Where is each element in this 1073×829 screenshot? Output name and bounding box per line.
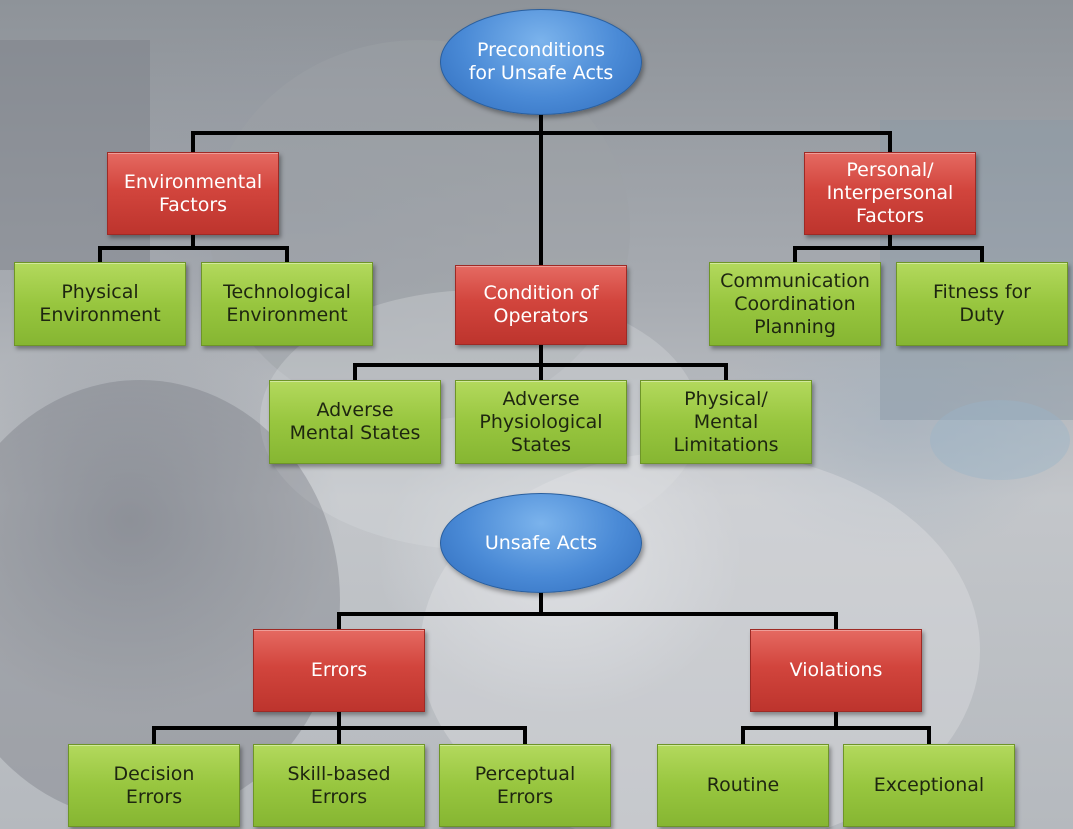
routine-box: Routine [657, 744, 829, 827]
adverse-physiological-states-box: Adverse Physiological States [455, 380, 627, 464]
skill-based-errors-box: Skill-based Errors [253, 744, 425, 827]
condition-of-operators-box: Condition of Operators [455, 265, 627, 345]
personal-interpersonal-factors-box: Personal/ Interpersonal Factors [804, 152, 976, 235]
adverse-mental-states-box: Adverse Mental States [269, 380, 441, 464]
physical-environment-box: Physical Environment [14, 262, 186, 346]
preconditions-oval: Preconditions for Unsafe Acts [440, 9, 642, 115]
fitness-for-duty-box: Fitness for Duty [896, 262, 1068, 346]
exceptional-box: Exceptional [843, 744, 1015, 827]
technological-environment-box: Technological Environment [201, 262, 373, 346]
perceptual-errors-box: Perceptual Errors [439, 744, 611, 827]
physical-mental-limitations-box: Physical/ Mental Limitations [640, 380, 812, 464]
decision-errors-box: Decision Errors [68, 744, 240, 827]
communication-coordination-planning-box: Communication Coordination Planning [709, 262, 881, 346]
environmental-factors-box: Environmental Factors [107, 152, 279, 235]
violations-box: Violations [750, 629, 922, 712]
unsafe-acts-oval: Unsafe Acts [440, 493, 642, 593]
errors-box: Errors [253, 629, 425, 712]
